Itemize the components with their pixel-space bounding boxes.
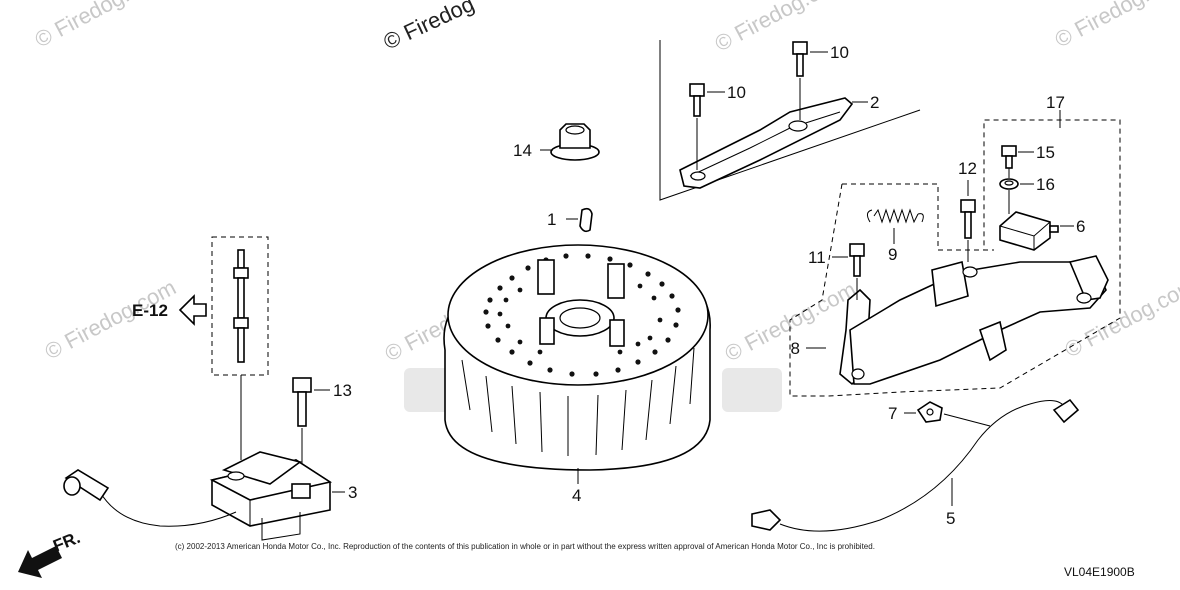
callout-8: 8: [791, 339, 800, 358]
callout-11: 11: [808, 248, 826, 267]
callout-3: 3: [348, 483, 357, 502]
spark-plug-cap-icon: [63, 469, 110, 502]
flange-nut-icon: [550, 123, 600, 161]
callout-17: 17: [1046, 93, 1065, 112]
callout-15: 15: [1036, 143, 1055, 162]
arm-hole: [851, 368, 865, 380]
callout-6: 6: [1076, 217, 1085, 236]
watermark-text: © Firedog.com: [31, 0, 170, 52]
callout-9: 9: [888, 245, 897, 264]
stop-switch-wire: [779, 400, 1065, 532]
control-base-icon: [849, 261, 1107, 385]
callout-10: 10: [727, 83, 746, 102]
callout-13: 13: [333, 381, 352, 400]
callout-7: 7: [888, 404, 897, 423]
callout-10: 10: [830, 43, 849, 62]
dashed-outline: [789, 119, 1121, 397]
stop-switch-icon: [999, 211, 1059, 251]
cover-bracket: [679, 97, 854, 189]
bolt-icon: [792, 41, 808, 77]
upper-cover-group: 10 10 2: [659, 40, 921, 201]
stud-group-outline: [211, 236, 269, 376]
governor-spring-icon: [866, 208, 924, 224]
watermark-header: © Firedog: [380, 0, 478, 55]
callout-1: 1: [547, 210, 556, 229]
watermark-text: © Firedog.com: [1051, 0, 1180, 52]
front-label: FR.: [50, 528, 83, 556]
bolt-icon: [292, 377, 312, 427]
base-foot: [979, 320, 1007, 362]
diagram-code: VL04E1900B: [1064, 565, 1135, 579]
wire-branch: [943, 413, 991, 427]
screw-icon: [1001, 145, 1017, 169]
callout-16: 16: [1036, 175, 1055, 194]
wire-clip-icon: [916, 401, 943, 423]
bolt-icon: [849, 243, 865, 277]
bracket-edge: [689, 111, 841, 177]
bracket-hole: [690, 171, 706, 181]
bolt-icon: [689, 83, 705, 117]
callout-5: 5: [946, 509, 955, 528]
dashed-outline: [842, 183, 994, 251]
base-hole: [962, 266, 978, 278]
callout-14: 14: [513, 141, 532, 160]
copyright-notice: (c) 2002-2013 American Honda Motor Co., …: [175, 542, 875, 551]
base-hole: [1076, 292, 1092, 304]
flywheel-icon: [443, 244, 711, 471]
bolt-icon: [960, 199, 976, 239]
wire-connector-icon: [1052, 398, 1080, 424]
stud-bolt-icon: [233, 249, 249, 363]
woodruff-key-icon: [579, 207, 593, 233]
ignition-coil-icon: [209, 451, 333, 541]
bracket-hole: [788, 120, 808, 132]
group-outline: [659, 40, 921, 201]
front-arrow-icon: [18, 546, 62, 578]
lever-tab: [931, 261, 969, 308]
arrow-left-icon: [178, 294, 207, 326]
callout-4: 4: [572, 486, 581, 505]
washer-icon: [999, 178, 1019, 190]
callout-12: 12: [958, 159, 977, 178]
high-tension-lead: [99, 491, 237, 527]
callout-2: 2: [870, 93, 879, 112]
wire-terminal-icon: [751, 509, 782, 531]
reference-e12: E-12: [132, 301, 168, 320]
governor-assembly-group: 17 8 9 11 12: [789, 93, 1121, 397]
